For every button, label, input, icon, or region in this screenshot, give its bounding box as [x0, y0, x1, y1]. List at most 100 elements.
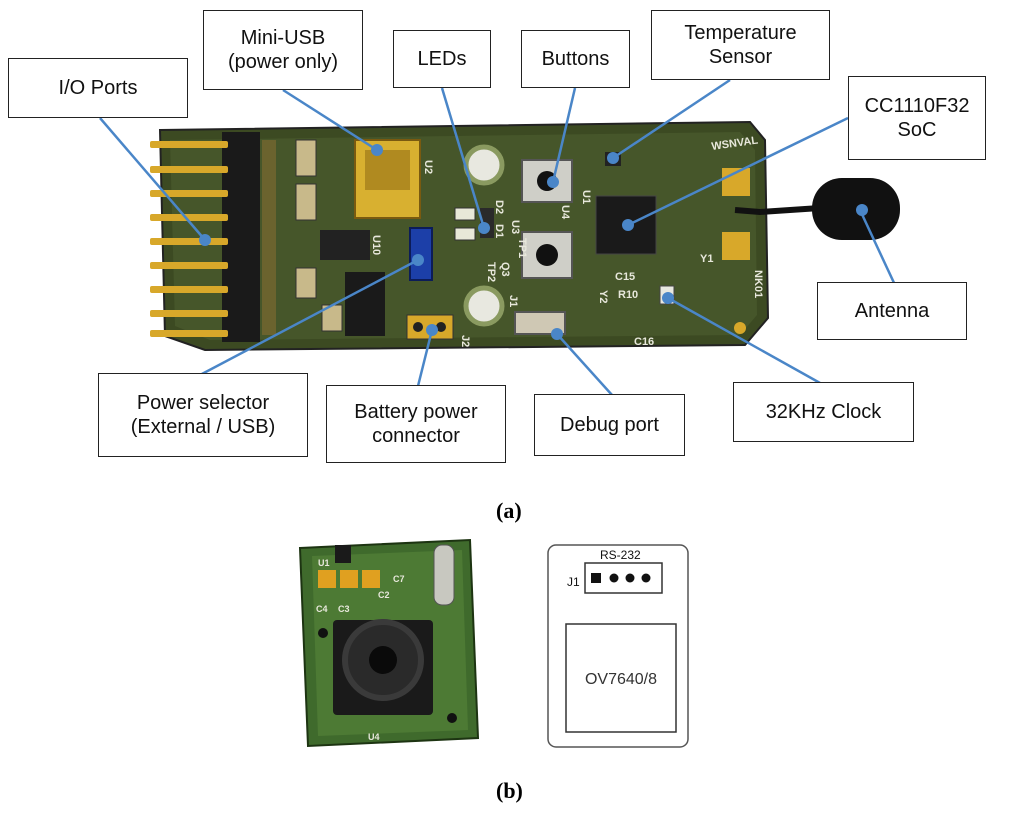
label-mini-usb: Mini-USB (power only) — [203, 10, 363, 90]
rs232-label: RS-232 — [600, 548, 641, 562]
mini-usb-opening — [365, 150, 410, 190]
leader-dot — [856, 204, 868, 216]
leader-dot — [426, 324, 438, 336]
j1-label: J1 — [567, 575, 580, 589]
silk-d2: D2 — [493, 200, 505, 214]
camera-cap-yellow — [362, 570, 380, 588]
silk-q3: Q3 — [499, 262, 511, 277]
label-temperature-sensor: Temperature Sensor — [651, 10, 830, 80]
leader-buttons — [551, 87, 577, 183]
header-pin — [150, 286, 228, 293]
leader-dot — [478, 222, 490, 234]
leader-dot — [662, 292, 674, 304]
ov7640-label: OV7640/8 — [585, 671, 657, 688]
leader-mini-usb — [282, 88, 378, 152]
label-debug-port: Debug port — [534, 394, 685, 456]
rs232-pin-square — [591, 573, 601, 583]
camera-mount-hole — [447, 713, 457, 723]
label-cc1110f32-soc: CC1110F32 SoC — [848, 76, 986, 160]
camera-silk-c7: C7 — [393, 574, 405, 584]
camera-schematic: RS-232 J1 OV7640/8 — [547, 544, 689, 748]
leader-soc — [627, 116, 849, 227]
led — [454, 207, 476, 221]
leader-lines — [99, 78, 897, 396]
silk-j2: J2 — [459, 335, 471, 347]
header-pin — [150, 214, 228, 221]
silk-u3: U3 — [509, 220, 521, 234]
leader-io-ports — [99, 117, 206, 241]
camera-silk-c4: C4 — [316, 604, 328, 614]
component-cap — [295, 267, 317, 299]
leader-dot — [371, 144, 383, 156]
header-pin — [150, 310, 228, 317]
camera-lens — [369, 646, 397, 674]
header-pin — [150, 238, 228, 245]
leader-dots — [199, 144, 868, 340]
label-buttons: Buttons — [521, 30, 630, 88]
silk-d1: D1 — [493, 224, 505, 238]
camera-mount-hole — [318, 628, 328, 638]
header-body — [222, 132, 260, 342]
component-cap — [295, 183, 317, 221]
antenna-body — [812, 178, 900, 240]
silk-nk01: NK01 — [752, 270, 764, 298]
label-leds: LEDs — [393, 30, 491, 88]
leader-debug — [556, 333, 613, 396]
sensor-node-photo: WSNVAL NK01 U2 U1 U3 U4 U10 J1 J2 C15 C1… — [150, 120, 900, 352]
leader-clock — [667, 296, 821, 385]
mounting-hole — [463, 144, 505, 186]
silk-j1: J1 — [507, 295, 519, 307]
leader-leds — [440, 87, 486, 229]
label-io-ports: I/O Ports — [8, 58, 188, 118]
antenna-cable — [734, 205, 821, 216]
caption-b: (b) — [496, 778, 523, 803]
rs232-pin — [609, 573, 619, 583]
leader-temp-sensor — [612, 78, 731, 160]
camera-cap-yellow — [340, 570, 358, 588]
silk-u10: U10 — [370, 235, 382, 255]
leader-dot — [199, 234, 211, 246]
leader-antenna — [858, 209, 897, 286]
silk-y2: Y2 — [597, 290, 609, 303]
silk-c16: C16 — [634, 336, 654, 348]
button-2-cap — [536, 244, 558, 266]
rs232-pin — [625, 573, 635, 583]
camera-cap-yellow — [318, 570, 336, 588]
rs232-pin — [641, 573, 651, 583]
button-1 — [521, 159, 573, 203]
silk-c15: C15 — [615, 271, 635, 283]
label-32khz-clock: 32KHz Clock — [733, 382, 914, 442]
leader-dot — [622, 219, 634, 231]
silk-y1: Y1 — [700, 253, 713, 265]
camera-ic — [335, 545, 351, 563]
header-pin — [150, 141, 228, 148]
silk-r10: R10 — [618, 289, 638, 301]
header-pin — [150, 166, 228, 173]
header-pads — [262, 140, 276, 335]
component-cap — [295, 139, 317, 177]
battery-pin — [436, 322, 446, 332]
silk-u4: U4 — [559, 205, 571, 220]
silk-u2: U2 — [422, 160, 434, 174]
silk-tp1: TP1 — [516, 238, 528, 258]
leader-dot — [412, 254, 424, 266]
silk-u1: U1 — [580, 190, 592, 204]
led — [454, 227, 476, 241]
camera-module-photo: U1 C2 C7 C4 C3 U4 — [298, 538, 480, 748]
debug-port-connector — [514, 311, 566, 335]
camera-silk-u4: U4 — [368, 732, 380, 742]
label-antenna: Antenna — [817, 282, 967, 340]
label-power-selector: Power selector (External / USB) — [98, 373, 308, 457]
antenna-pad — [722, 232, 750, 260]
camera-silk-c3: C3 — [338, 604, 350, 614]
label-battery-power-connector: Battery power connector — [326, 385, 506, 463]
power-selector-switch — [409, 227, 433, 281]
camera-silk-u1: U1 — [318, 558, 330, 568]
io-header-pins — [150, 132, 276, 342]
mounting-hole — [463, 285, 505, 327]
silk-tp2: TP2 — [485, 262, 497, 282]
battery-pin — [413, 322, 423, 332]
component-ic — [320, 230, 370, 260]
leader-dot — [607, 152, 619, 164]
